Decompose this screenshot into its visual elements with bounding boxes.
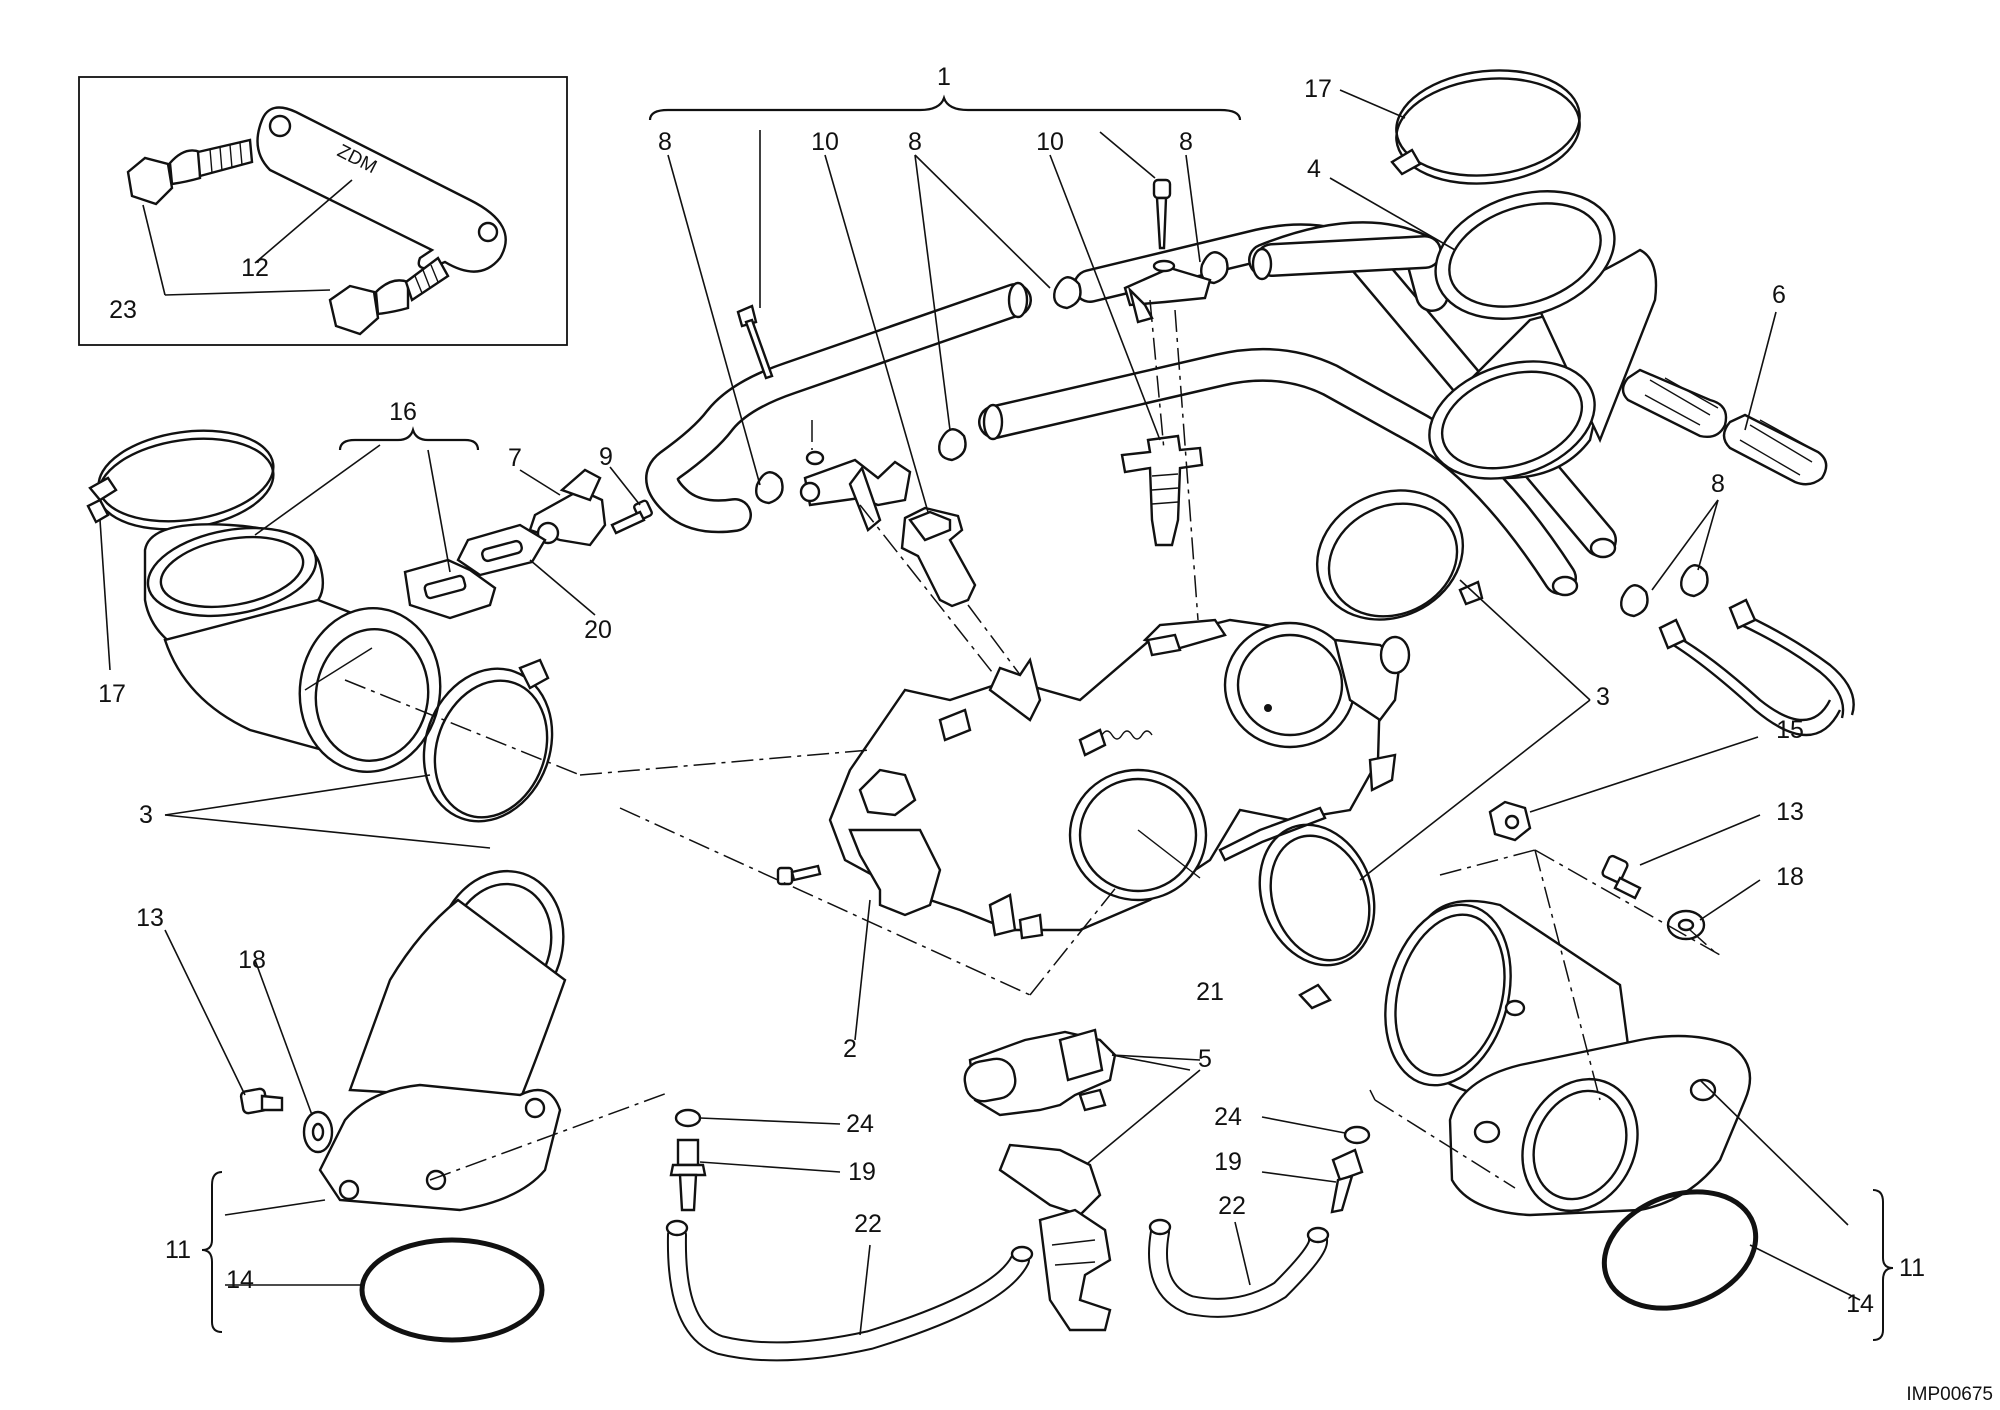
- callout-3: 3: [1596, 683, 1610, 711]
- callout-15: 15: [1776, 716, 1804, 744]
- braided-line-part: [1658, 598, 1855, 736]
- callout-12: 12: [241, 254, 269, 282]
- vacuum-hose-part: [665, 1219, 1034, 1362]
- bolt-part: [126, 138, 254, 206]
- callout-18: 18: [238, 946, 266, 974]
- nut-part: [1488, 800, 1532, 842]
- bolt-part: [328, 256, 450, 336]
- callout-8: 8: [908, 128, 922, 156]
- nipple-fitting-part: [1330, 1148, 1364, 1214]
- callout-19: 19: [848, 1158, 876, 1186]
- gasket-part-20: [456, 523, 547, 577]
- callout-5: 5: [1198, 1045, 1212, 1073]
- callout-11: 11: [1899, 1254, 1925, 1282]
- bracket-plate-part: [256, 106, 507, 273]
- callout-17: 17: [1304, 75, 1332, 103]
- callout-10: 10: [811, 128, 839, 156]
- callout-22: 22: [1218, 1192, 1246, 1220]
- intake-manifold-part: [318, 869, 567, 1212]
- callout-14: 14: [226, 1266, 254, 1294]
- screw-part: [1152, 178, 1176, 273]
- intake-boot-part: [1428, 190, 1658, 480]
- nipple-fitting-part: [669, 1138, 707, 1212]
- callout-4: 4: [1307, 155, 1321, 183]
- detail-inset: ZDM: [78, 76, 568, 346]
- callout-6: 6: [1772, 281, 1786, 309]
- callout-14: 14: [1846, 1290, 1874, 1318]
- o-ring-part: [1601, 1189, 1759, 1311]
- bolt-part: [1601, 854, 1642, 900]
- o-ring-part: [359, 1237, 545, 1343]
- screw-part: [736, 304, 825, 466]
- callout-leaders: [99, 89, 1894, 1341]
- callout-7: 7: [508, 444, 522, 472]
- hose-assembly-part: [645, 221, 1617, 597]
- callout-8: 8: [1711, 470, 1725, 498]
- fuel-tee-fitting-part: [799, 458, 912, 532]
- washer-part: [1666, 909, 1706, 941]
- callout-18: 18: [1776, 863, 1804, 891]
- callout-21: 21: [1196, 978, 1224, 1006]
- callout-17: 17: [98, 680, 126, 708]
- vacuum-hose-part: [1148, 1218, 1330, 1318]
- callout-22: 22: [854, 1210, 882, 1238]
- sensor-bracket-part: [998, 1143, 1112, 1332]
- callout-10: 10: [1036, 128, 1064, 156]
- protective-sleeve-part: [1621, 368, 1828, 486]
- callout-24: 24: [846, 1110, 874, 1138]
- hose-clamp-part: [86, 429, 275, 531]
- callout-13: 13: [1776, 798, 1804, 826]
- hose-clip-part: [755, 251, 1709, 618]
- screw-part: [776, 864, 822, 886]
- throttle-body-part: [828, 618, 1411, 940]
- callout-8: 8: [658, 128, 672, 156]
- hose-clamp-part: [1258, 823, 1376, 1010]
- map-sensor-part: [963, 1028, 1117, 1117]
- hose-clamp-part: [1315, 489, 1484, 621]
- callout-20: 20: [584, 616, 612, 644]
- fitting-part-7: [528, 468, 607, 547]
- intake-manifold-part: [1384, 899, 1752, 1217]
- intake-boot-part: [143, 523, 442, 773]
- callout-23: 23: [109, 296, 137, 324]
- fuel-injector-part: [1120, 434, 1204, 547]
- callout-3: 3: [139, 801, 153, 829]
- callout-16: 16: [389, 398, 417, 426]
- callout-labels: 1 2 3 3 4 5 6 7 8 8 8 8 9 10 10 11 11 12…: [98, 63, 1925, 1318]
- callout-11: 11: [165, 1236, 191, 1264]
- fuel-injector-part: [900, 506, 977, 608]
- bolt-part: [239, 1087, 284, 1115]
- washer-part: [1343, 1125, 1371, 1145]
- callout-19: 19: [1214, 1148, 1242, 1176]
- callout-13: 13: [136, 904, 164, 932]
- screw-part-9: [610, 499, 653, 535]
- callout-9: 9: [599, 443, 613, 471]
- callout-24: 24: [1214, 1103, 1242, 1131]
- gasket-part-16: [403, 558, 497, 620]
- callout-2: 2: [843, 1035, 857, 1063]
- washer-part: [302, 1110, 334, 1154]
- hose-clamp-part: [422, 658, 554, 823]
- washer-part: [674, 1108, 702, 1128]
- figure-code: IMP00675: [1906, 1384, 1993, 1405]
- callout-1: 1: [937, 63, 951, 91]
- callout-8: 8: [1179, 128, 1193, 156]
- hose-clamp-part: [1390, 69, 1581, 185]
